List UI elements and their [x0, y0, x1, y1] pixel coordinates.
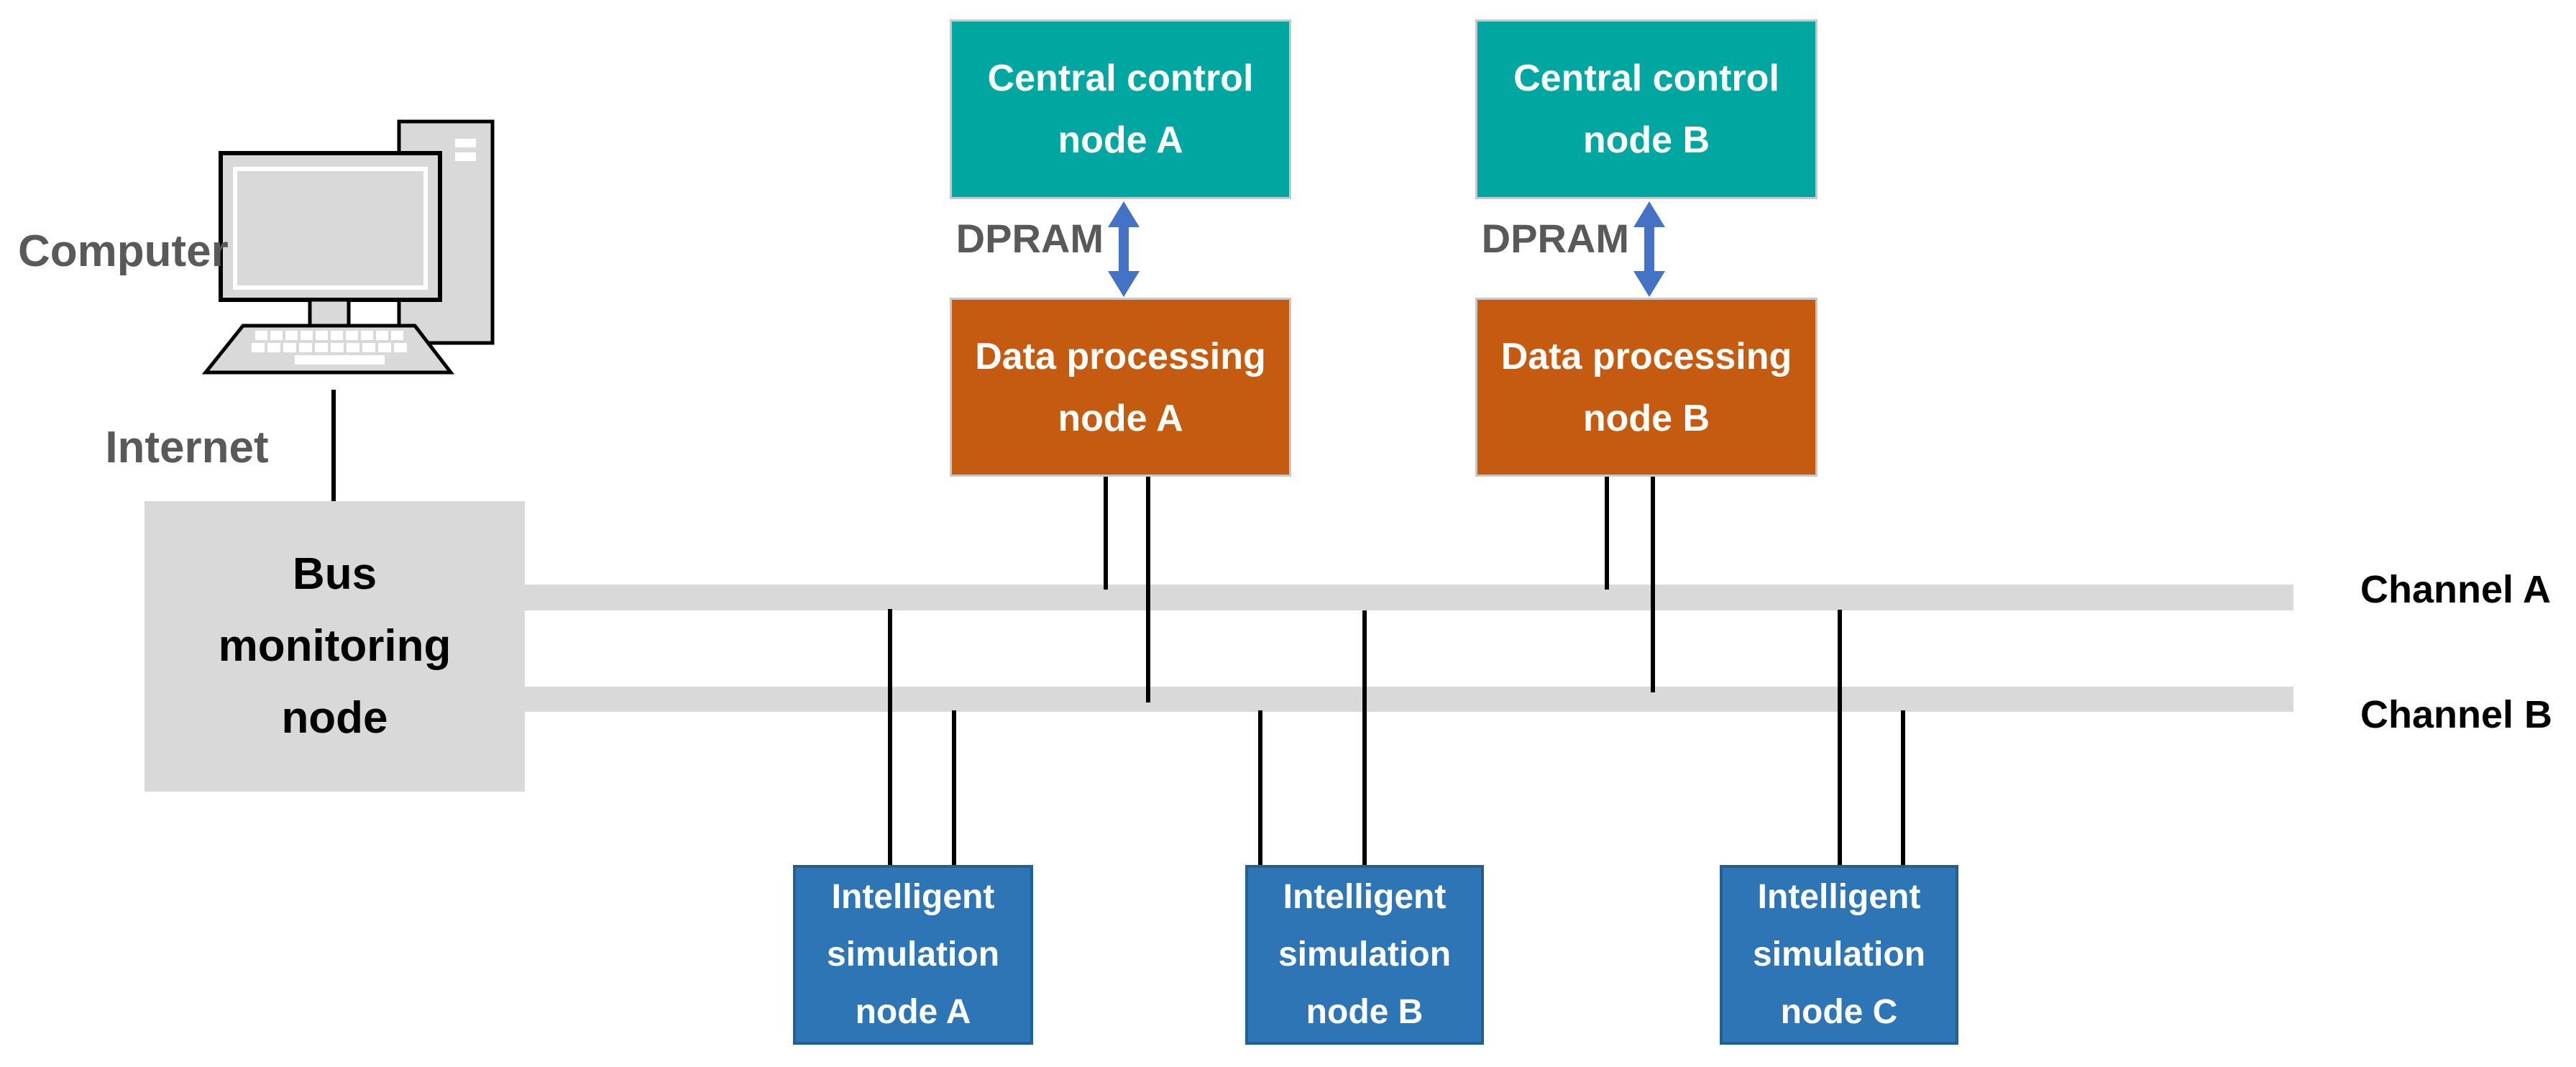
bus-monitoring-node-label-line2: monitoring	[218, 621, 452, 671]
tower-slot	[455, 152, 476, 161]
monitor-stand	[308, 298, 351, 329]
intelligent-simulation-node-a: Intelligent simulation node A	[793, 865, 1033, 1045]
dpram-arrow-b-icon	[1633, 201, 1665, 297]
channel-b-label: Channel B	[2360, 693, 2553, 736]
connector-sim-c-to-channel-b	[1901, 710, 1905, 865]
connector-sim-c-to-channel-a	[1838, 610, 1842, 865]
monitor-screen	[233, 167, 428, 290]
bus-monitoring-node-label-line1: Bus	[292, 549, 377, 599]
intelligent-simulation-node-c-label-line3: node C	[1780, 993, 1898, 1031]
intelligent-simulation-node-c: Intelligent simulation node C	[1720, 865, 1958, 1045]
computer-label: Computer	[18, 226, 229, 276]
connector-dp-b-to-channel-b	[1651, 477, 1655, 692]
data-processing-node-b-label-line2: node B	[1582, 397, 1710, 439]
connector-sim-b-to-channel-b	[1258, 710, 1262, 865]
dpram-label-a: DPRAM	[955, 216, 1104, 261]
intelligent-simulation-node-b-label-line2: simulation	[1278, 935, 1452, 974]
intelligent-simulation-node-b: Intelligent simulation node B	[1245, 865, 1484, 1045]
data-processing-node-a-label-line2: node A	[1058, 397, 1183, 439]
central-control-node-a-label-line2: node A	[1058, 119, 1183, 161]
computer-icon	[201, 119, 495, 375]
channel-a-bus	[525, 585, 2293, 610]
data-processing-node-a: Data processing node A	[950, 298, 1291, 477]
intelligent-simulation-node-a-label-line1: Intelligent	[831, 878, 995, 916]
intelligent-simulation-node-a-label-line3: node A	[855, 993, 971, 1031]
dpram-arrow-a-icon	[1108, 201, 1140, 297]
internet-label: Internet	[105, 423, 269, 472]
intelligent-simulation-node-a-label-line2: simulation	[826, 935, 1000, 974]
dpram-label-b: DPRAM	[1481, 216, 1629, 261]
connector-dp-a-to-channel-b	[1146, 477, 1150, 702]
intelligent-simulation-node-b-label-line1: Intelligent	[1283, 878, 1447, 916]
data-processing-node-b-label-line1: Data processing	[1500, 335, 1792, 377]
channel-a-label: Channel A	[2360, 568, 2552, 611]
central-control-node-a-label-line1: Central control	[987, 58, 1254, 99]
data-processing-node-b: Data processing node B	[1475, 298, 1818, 477]
intelligent-simulation-node-b-label-line3: node B	[1306, 993, 1424, 1031]
central-control-node-b-label-line2: node B	[1582, 119, 1710, 161]
connector-sim-b-to-channel-a	[1362, 610, 1367, 865]
central-control-node-b-label-line1: Central control	[1513, 58, 1779, 99]
keyboard-keys	[252, 331, 407, 365]
bus-monitoring-node-label-line3: node	[281, 693, 388, 743]
bus-monitoring-node: Bus monitoring node	[145, 501, 525, 792]
connector-dp-a-to-channel-a	[1104, 477, 1108, 590]
computer-monitor	[219, 151, 442, 302]
data-processing-node-a-label-line1: Data processing	[975, 335, 1266, 377]
tower-slot	[455, 139, 476, 147]
central-control-node-a: Central control node A	[950, 19, 1291, 199]
central-control-node-b: Central control node B	[1475, 19, 1818, 199]
intelligent-simulation-node-c-label-line2: simulation	[1752, 935, 1926, 974]
connector-sim-a-to-channel-b	[952, 710, 956, 865]
channel-b-bus	[525, 687, 2293, 712]
computer-keyboard	[201, 324, 455, 375]
connector-dp-b-to-channel-a	[1605, 477, 1609, 590]
internet-link-line	[331, 390, 336, 503]
connector-sim-a-to-channel-a	[888, 609, 892, 865]
intelligent-simulation-node-c-label-line1: Intelligent	[1757, 878, 1921, 916]
